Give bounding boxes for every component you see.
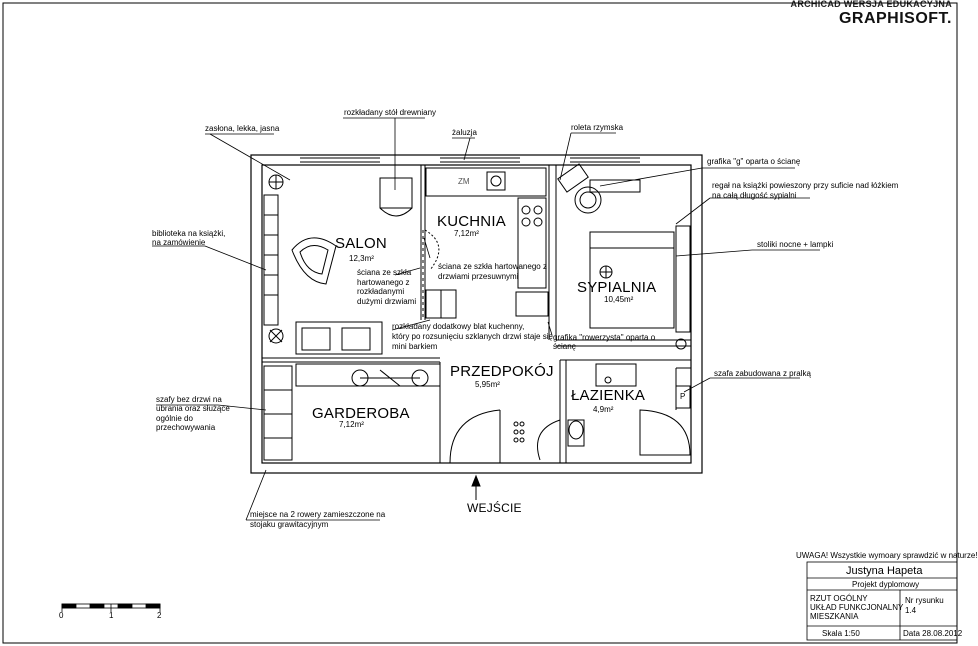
label-sciana-kuchnia-2: drzwiami przesuwnymi xyxy=(438,272,519,281)
salon-door-arc xyxy=(424,229,440,271)
salon-table xyxy=(379,177,413,217)
label-rowery-2: stojaku grawitacyjnym xyxy=(250,520,329,529)
bedroom-chair xyxy=(574,186,613,279)
title-block-date: Data 28.08.2012 xyxy=(903,629,963,638)
label-zaslona: zasłona, lekka, jasna xyxy=(205,124,280,133)
entry-door-arc xyxy=(449,409,501,464)
label-sciana-salon-2: hartowanego z xyxy=(357,278,410,287)
label-sciana-salon-3: rozkładanymi xyxy=(357,287,405,296)
hallway-rack xyxy=(513,421,525,443)
label-grafika-rower-1: grafika "rowerzysta" oparta o xyxy=(553,333,656,342)
brand-header: ARCHICAD WERSJA EDUKACYJNA GRAPHISOFT. xyxy=(791,0,952,27)
title-block-drawing-3: MIESZKANIA xyxy=(810,612,859,621)
salon-sofa xyxy=(268,321,383,355)
leader-lines xyxy=(152,117,820,521)
bedroom-bed xyxy=(589,225,691,333)
label-stoliki: stoliki nocne + lampki xyxy=(757,240,834,249)
kitchen-counter xyxy=(425,167,549,319)
graphisoft-logo: GRAPHISOFT. xyxy=(838,10,952,27)
room-przedpokoj-area: 5,95m² xyxy=(475,380,500,389)
room-lazienka-area: 4,9m² xyxy=(593,405,614,414)
garderoba-wardrobe xyxy=(263,363,441,461)
label-rowery-1: miejsce na 2 rowery zamieszczone na xyxy=(250,510,386,519)
room-sypialnia-name: SYPIALNIA xyxy=(577,279,657,296)
title-block-sheet-no: 1.4 xyxy=(905,606,917,615)
room-kuchnia-area: 7,12m² xyxy=(454,229,479,238)
interior-walls xyxy=(262,165,691,463)
title-block-scale: Skala 1:50 xyxy=(822,629,860,638)
room-przedpokoj-name: PRZEDPOKÓJ xyxy=(450,363,554,380)
outer-walls xyxy=(250,154,703,474)
edition-label: ARCHICAD WERSJA EDUKACYJNA xyxy=(790,0,952,9)
title-block-project: Projekt dyplomowy xyxy=(852,580,920,589)
room-lazienka-name: ŁAZIENKA xyxy=(571,387,646,404)
label-regal-1: regał na książki powieszony przy suficie… xyxy=(712,181,899,190)
label-szafy-2: ubrania oraz służące xyxy=(156,404,230,413)
label-stol: rozkładany stół drewniany xyxy=(344,108,437,117)
room-salon-area: 12,3m² xyxy=(349,254,374,263)
label-szafy-4: przechowywania xyxy=(156,423,216,432)
title-block-drawing-2: UKŁAD FUNKCJONALNY xyxy=(810,603,904,612)
scale-label-2: 2 xyxy=(157,611,162,620)
label-grafika-rower-2: ścianę xyxy=(553,342,577,351)
title-block-frame xyxy=(806,561,958,641)
label-sciana-salon-4: dużymi drzwiami xyxy=(357,297,417,306)
label-szafa-zabudowana: szafa zabudowana z pralką xyxy=(714,369,811,378)
label-blat-3: mini barkiem xyxy=(392,342,438,351)
title-block-author: Justyna Hapeta xyxy=(846,565,923,577)
label-p: P xyxy=(680,392,686,401)
label-sciana-salon-1: ściana ze szkła xyxy=(357,268,412,277)
room-kuchnia-name: KUCHNIA xyxy=(437,213,506,230)
bedroom-lamp xyxy=(675,338,687,350)
label-biblioteka-1: biblioteka na książki, xyxy=(152,229,226,238)
scale-label-1: 1 xyxy=(109,611,114,620)
label-grafika-g: grafika "g" oparta o ścianę xyxy=(707,157,801,166)
lazienka-door-arc xyxy=(537,419,561,461)
room-garderoba-name: GARDEROBA xyxy=(312,405,410,422)
room-garderoba-area: 7,12m² xyxy=(339,420,364,429)
title-block-sheet-label: Nr rysunku xyxy=(905,596,944,605)
label-blat-1: rozkładany dodatkowy blat kuchenny, xyxy=(392,322,525,331)
room-salon-name: SALON xyxy=(335,235,387,252)
label-szafy-1: szafy bez drzwi na xyxy=(156,395,222,404)
entrance-arrow xyxy=(471,474,481,500)
label-szafy-3: ogólnie do xyxy=(156,414,193,423)
label-sciana-kuchnia-1: ściana ze szkła hartowanego z xyxy=(438,262,547,271)
scale-label-0: 0 xyxy=(59,611,64,620)
label-biblioteka-2: na zamówienie xyxy=(152,238,206,247)
label-wejscie: WEJŚCIE xyxy=(467,501,522,515)
label-roleta: roleta rzymska xyxy=(571,123,624,132)
title-block-warning: UWAGA! Wszystkie wymoary sprawdzić w nat… xyxy=(796,551,978,560)
label-zm: ZM xyxy=(458,177,470,186)
bedroom-desk xyxy=(557,163,641,193)
salon-plant xyxy=(268,174,284,190)
label-regal-2: na całą długość sypialni xyxy=(712,191,797,200)
room-sypialnia-area: 10,45m² xyxy=(604,295,634,304)
sheet-frame xyxy=(2,2,958,644)
bicycle-stand xyxy=(351,369,429,387)
salon-armchair xyxy=(291,237,337,285)
label-zaluzja: żaluzja xyxy=(452,128,477,137)
title-block-drawing-1: RZUT OGÓLNY xyxy=(810,594,868,603)
windows xyxy=(300,157,640,163)
label-blat-2: który po rozsunięciu szklanych drzwi sta… xyxy=(392,332,553,341)
bathroom-fixtures xyxy=(567,363,691,456)
salon-bookshelf xyxy=(263,194,279,326)
scale-bar xyxy=(61,603,161,612)
